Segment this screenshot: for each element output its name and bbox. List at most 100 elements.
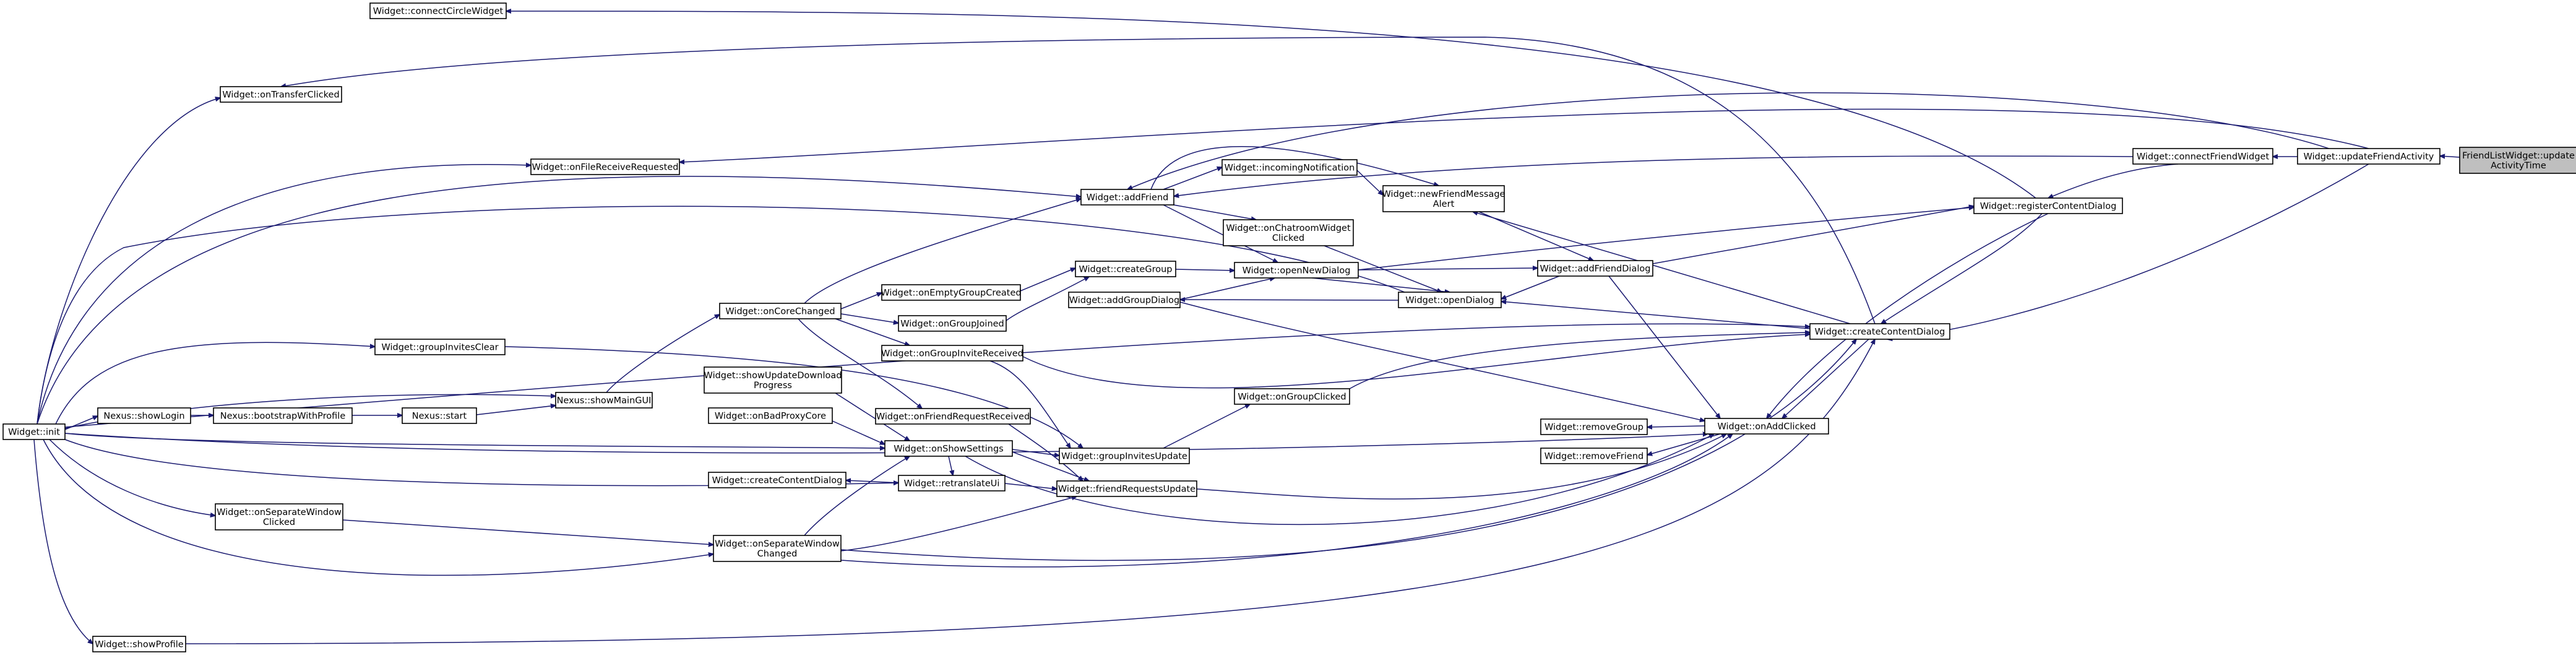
node-box [1973,197,2123,214]
node-box [875,408,1031,425]
node-createContentDialog2[interactable]: Widget::createContentDialog [708,472,846,488]
node-label: Widget::showProfile [95,640,183,650]
node-updateFriendActivity[interactable]: Widget::updateFriendActivity [2297,148,2440,165]
node-label: Widget::onCoreChanged [725,307,835,317]
node-onGroupInviteReceived[interactable]: Widget::onGroupInviteReceived [881,345,1023,361]
node-onGroupClicked[interactable]: Widget::onGroupClicked [1234,388,1350,405]
node-label: Alert [1433,199,1455,209]
node-label: Widget::onEmptyGroupCreated [881,288,1021,298]
node-friendRequestsUpdate[interactable]: Widget::friendRequestsUpdate [1056,480,1197,497]
edge-newFriendMessageAlert-to-addFriend [1150,145,1439,190]
node-openDialog[interactable]: Widget::openDialog [1398,292,1502,308]
node-showProfile[interactable]: Widget::showProfile [92,636,186,652]
node-onFileReceiveRequested[interactable]: Widget::onFileReceiveRequested [530,158,680,175]
edge-onFriendRequestReceived-to-onCoreChanged [798,318,922,409]
node-label: Widget::onShowSettings [894,444,1004,454]
node-addFriend[interactable]: Widget::addFriend [1080,189,1174,206]
edge-addFriend-to-connectFriendWidget [1174,155,2134,196]
node-box [1704,418,1829,435]
node-onBadProxyCore[interactable]: Widget::onBadProxyCore [708,407,833,424]
node-removeFriend[interactable]: Widget::removeFriend [1540,448,1648,464]
node-box [402,407,477,424]
edge-openDialog-to-onChatroomWidgetClicked [1324,245,1442,292]
edges-layer [33,11,2460,644]
node-box [884,440,1013,457]
node-showMainGUI[interactable]: Nexus::showMainGUI [555,392,653,409]
node-onShowSettings[interactable]: Widget::onShowSettings [884,440,1013,457]
node-box [1223,219,1354,246]
edge-onFileReceiveRequested-to-init [37,165,531,425]
node-incomingNotification[interactable]: Widget::incomingNotification [1221,159,1358,176]
edge-registerContentDialog-to-connectFriendWidget [2048,163,2179,198]
node-groupInvitesClear[interactable]: Widget::groupInvitesClear [374,339,506,355]
edge-openNewDialog-to-addFriend [1163,204,1278,262]
edge-friendRequestsUpdate-to-onFriendRequestReceived [1008,423,1083,481]
node-label: Nexus::start [412,412,467,422]
node-addFriendDialog[interactable]: Widget::addFriendDialog [1537,260,1653,277]
node-box [97,407,191,424]
edge-groupInvitesUpdate-to-groupInvitesClear [504,346,1083,448]
node-box [1056,480,1197,497]
node-box [1080,189,1174,206]
edge-createContentDialog-to-updateFriendActivity [1887,163,2369,339]
node-box [881,284,1021,301]
node-onEmptyGroupCreated[interactable]: Widget::onEmptyGroupCreated [881,284,1022,301]
node-onAddClicked[interactable]: Widget::onAddClicked [1704,418,1829,435]
node-createContentDialog[interactable]: Widget::createContentDialog [1809,323,1950,340]
edge-createGroup-to-onEmptyGroupCreated [1020,268,1075,292]
node-retranslateUi[interactable]: Widget::retranslateUi [898,475,1006,491]
node-connectFriendWidget[interactable]: Widget::connectFriendWidget [2132,148,2273,165]
node-box [92,636,186,652]
edge-onGroupJoined-to-onCoreChanged [840,313,898,323]
edge-onGroupInviteReceived-to-onCoreChanged [835,318,910,345]
edge-addFriend-to-onCoreChanged [804,199,1081,304]
node-createGroup[interactable]: Widget::createGroup [1075,261,1176,277]
node-onCoreChanged[interactable]: Widget::onCoreChanged [719,303,842,319]
node-removeGroup[interactable]: Widget::removeGroup [1540,418,1648,435]
edge-showProfile-to-init [33,439,93,644]
edge-onSeparateWindowChanged-to-onSeparateWindowClicked [342,519,713,545]
node-box [1537,260,1653,277]
node-box [1234,262,1359,279]
node-label: Widget::addFriend [1087,193,1169,203]
node-label: Widget::addFriendDialog [1540,264,1651,274]
node-groupInvitesUpdate[interactable]: Widget::groupInvitesUpdate [1059,448,1190,464]
node-label: Widget::openNewDialog [1243,266,1351,276]
node-box [1234,388,1350,405]
node-label: Clicked [263,517,295,527]
node-openNewDialog[interactable]: Widget::openNewDialog [1234,262,1359,279]
node-addGroupDialog[interactable]: Widget::addGroupDialog [1068,292,1181,308]
node-connectCircleWidget[interactable]: Widget::connectCircleWidget [369,2,507,19]
node-label: Nexus::showLogin [103,412,184,422]
node-label: Widget::onChatroomWidget [1226,223,1351,233]
edge-onChatroomWidgetClicked-to-addFriend [1163,202,1256,220]
node-registerContentDialog[interactable]: Widget::registerContentDialog [1973,197,2123,214]
node-label: Nexus::showMainGUI [557,396,652,406]
node-label: Widget::updateFriendActivity [2304,152,2434,162]
node-init[interactable]: Widget::init [2,423,66,440]
edge-newFriendMessageAlert-to-incomingNotification [1356,170,1383,195]
node-box [369,2,507,19]
node-showLogin[interactable]: Nexus::showLogin [97,407,191,424]
edge-openDialog-to-addFriendDialog [1501,275,1560,299]
edge-addFriend-to-updateFriendActivity [1127,92,2369,189]
node-label: Widget::openDialog [1405,296,1494,306]
node-onTransferClicked[interactable]: Widget::onTransferClicked [220,86,342,103]
node-onFriendRequestReceived[interactable]: Widget::onFriendRequestReceived [875,408,1031,425]
node-bootstrapWithProfile[interactable]: Nexus::bootstrapWithProfile [213,407,353,424]
edge-openDialog-to-openNewDialog [1311,277,1450,292]
edge-onGroupClicked-to-groupInvitesUpdate [1163,404,1250,449]
node-start[interactable]: Nexus::start [402,407,477,424]
edge-createContentDialog-to-registerContentDialog [1881,213,2043,324]
edge-incomingNotification-to-addFriend [1163,167,1222,190]
node-box [881,345,1023,361]
node-onGroupJoined[interactable]: Widget::onGroupJoined [898,315,1007,332]
node-label: Widget::onFileReceiveRequested [532,163,679,173]
